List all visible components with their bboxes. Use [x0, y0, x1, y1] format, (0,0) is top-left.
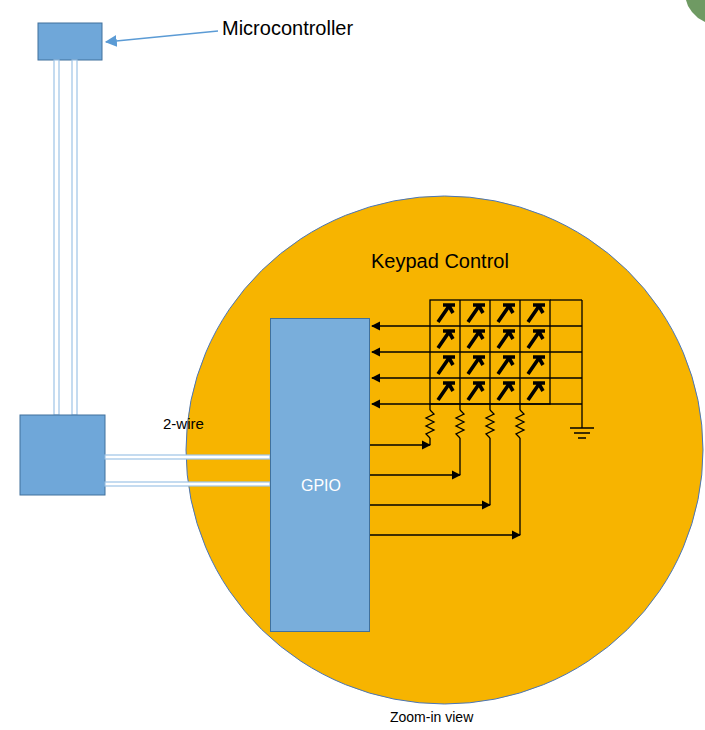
region-ellipse: [186, 196, 703, 704]
resistor-symbol: [456, 410, 464, 438]
gpio-block: GPIO: [270, 318, 370, 632]
leader-arrow: [106, 31, 218, 42]
row-wire: [372, 403, 582, 404]
gpio-label: GPIO: [301, 476, 341, 495]
resistor-symbol: [426, 410, 434, 438]
ground-bar: [578, 437, 586, 439]
key-switch: [498, 383, 515, 400]
ground-bar: [570, 427, 594, 429]
label-anchor: 2-wire: [163, 415, 204, 433]
column-wire: [429, 404, 430, 410]
zoom-region: Keypad ControlGPIO: [185, 195, 704, 705]
column-wire: [459, 404, 460, 410]
label-anchor: Microcontroller: [222, 16, 353, 40]
key-switch: [528, 357, 545, 374]
gpio-output-wire: [370, 444, 430, 445]
ground-bar: [574, 432, 590, 434]
row-wires: [372, 326, 582, 404]
key-switch: [438, 331, 455, 348]
key-switch: [468, 305, 485, 322]
wire: [105, 482, 270, 486]
label-anchor: Zoom-in view: [390, 708, 473, 726]
key-switch: [438, 383, 455, 400]
row-wire: [372, 377, 582, 378]
microcontroller-box: [38, 23, 102, 60]
part-name: Microcontroller: [222, 16, 353, 40]
row-wire: [372, 325, 582, 326]
resistor-symbol: [516, 410, 524, 438]
bus-label: 2-wire: [163, 415, 204, 433]
column-wire: [519, 404, 520, 410]
key-switch: [528, 331, 545, 348]
ground-symbol: [570, 428, 594, 438]
key-switch: [468, 383, 485, 400]
ground-wire: [581, 300, 582, 428]
vertical-wires: [54, 60, 77, 415]
key-switch: [498, 331, 515, 348]
region-title: Keypad Control: [371, 249, 509, 273]
view-caption: Zoom-in view: [390, 709, 473, 726]
key-switch: [498, 305, 515, 322]
key-switch: [438, 357, 455, 374]
gpio-output-wire: [370, 474, 460, 475]
resistor-symbol: [486, 410, 494, 438]
column-wire: [489, 438, 490, 505]
row-wire: [372, 351, 582, 352]
grid-line: [550, 299, 582, 300]
column-wire: [519, 438, 520, 535]
column-wire: [459, 438, 460, 475]
key-switch: [528, 305, 545, 322]
key-matrix: [430, 300, 582, 428]
key-switch: [468, 331, 485, 348]
wire: [54, 60, 59, 415]
column-wire: [489, 404, 490, 410]
switch-symbols: [438, 305, 545, 400]
gpio-output-wire: [370, 504, 490, 505]
column-wire: [429, 438, 430, 445]
key-switch: [528, 383, 545, 400]
wire: [105, 455, 270, 459]
key-switch: [468, 357, 485, 374]
key-switch: [498, 357, 515, 374]
key-switch: [438, 305, 455, 322]
column-wires: [370, 404, 524, 535]
two-wire-bus: [105, 455, 270, 486]
photo-fragment: [686, 0, 705, 22]
expander-box: [20, 415, 105, 495]
wire: [72, 60, 77, 415]
gpio-output-wire: [370, 534, 520, 535]
